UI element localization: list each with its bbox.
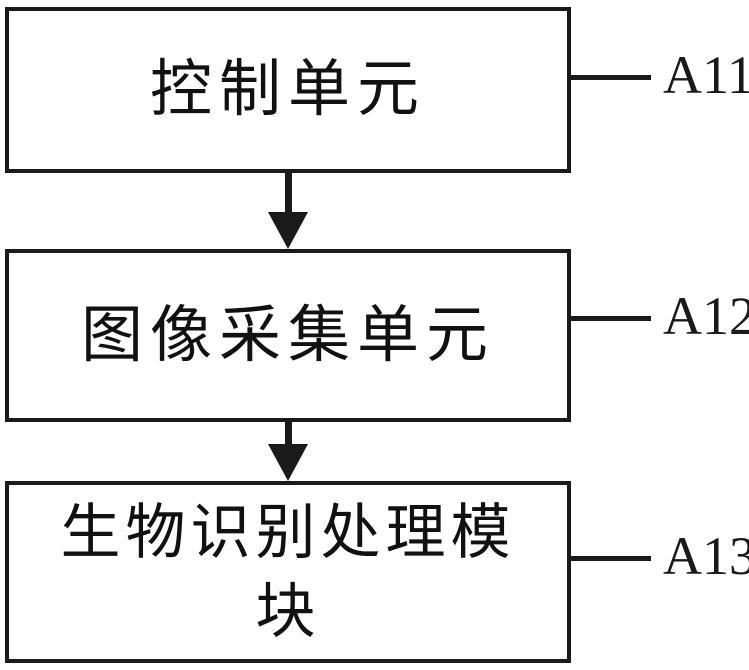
leader-line-a13 — [571, 556, 651, 561]
leader-line-a12 — [571, 316, 651, 321]
arrowhead-down-icon-control-to-capture — [268, 212, 308, 249]
connector-line-control-to-capture — [285, 171, 292, 216]
leader-line-a11 — [571, 75, 651, 80]
connector-line-capture-to-biometric — [285, 420, 292, 448]
block-image-capture-unit[interactable]: 图像采集单元 — [5, 249, 571, 422]
reference-numeral-a11: A11 — [663, 45, 749, 105]
block-biometric-processing-module-label: 生物识别处理模 块 — [60, 498, 516, 645]
block-control-unit[interactable]: 控制单元 — [5, 7, 571, 173]
reference-numeral-a13: A13 — [663, 526, 749, 586]
block-image-capture-unit-label: 图像采集单元 — [80, 300, 495, 370]
reference-numeral-a12: A12 — [663, 286, 749, 346]
arrowhead-down-icon-capture-to-biometric — [268, 444, 308, 481]
block-control-unit-label: 控制单元 — [149, 55, 426, 125]
block-biometric-processing-module[interactable]: 生物识别处理模 块 — [5, 481, 571, 663]
